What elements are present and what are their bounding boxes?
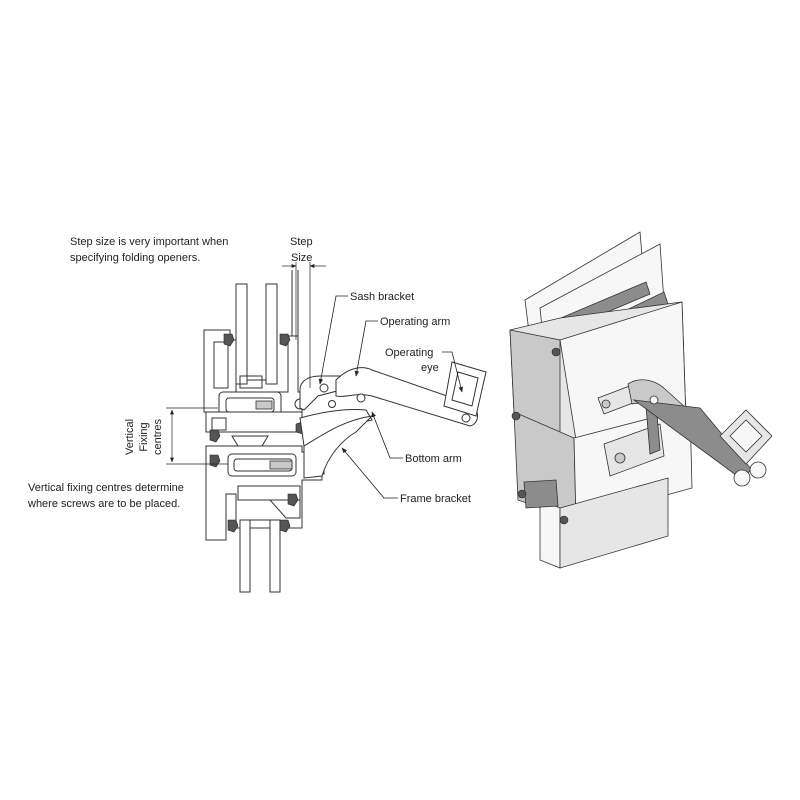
callout-bottom-arm: Bottom arm: [371, 411, 462, 465]
note-step-line1: Step size is very important when: [70, 236, 228, 248]
section-view: Step Size Vertical Fixing centres Step s…: [27, 236, 487, 593]
callout-frame-bracket: Frame bracket: [341, 447, 471, 505]
frame-bracket: [303, 415, 374, 479]
label-operating-arm: Operating arm: [380, 316, 450, 328]
note-fixing-line1: Vertical fixing centres determine: [28, 482, 184, 494]
upper-glazing: [235, 270, 299, 385]
callout-sash-bracket: Sash bracket: [318, 291, 414, 385]
step-size-note: Step size is very important when specify…: [70, 236, 228, 264]
lower-frame-profile: [205, 445, 325, 541]
callout-operating-eye: Operating eye: [385, 347, 463, 393]
pivot-1: [356, 393, 366, 403]
step-size-label-line1: Step: [290, 236, 313, 248]
vertical-fixing-dimension: Vertical Fixing centres: [124, 407, 228, 465]
label-operating-eye-line2: eye: [421, 362, 439, 374]
lower-seal-block: [523, 479, 559, 509]
callout-operating-arm: Operating arm: [354, 316, 450, 377]
lower-glass: [539, 499, 561, 569]
vertical-label-line3: centres: [152, 418, 164, 455]
label-sash-bracket: Sash bracket: [350, 291, 414, 303]
fixing-note: Vertical fixing centres determine where …: [27, 482, 184, 510]
step-size-label-line2: Size: [291, 252, 312, 264]
step-size-dimension: Step Size: [282, 236, 326, 388]
vertical-label-line1: Vertical: [124, 419, 136, 455]
isometric-view: [509, 231, 773, 569]
label-bottom-arm: Bottom arm: [405, 453, 462, 465]
label-frame-bracket: Frame bracket: [400, 493, 471, 505]
note-fixing-line2: where screws are to be placed.: [27, 498, 180, 510]
lower-glazing: [239, 519, 281, 593]
vertical-label-line2: Fixing: [138, 422, 150, 451]
operating-eye: [443, 361, 487, 417]
note-step-line2: specifying folding openers.: [70, 252, 200, 264]
upper-frame-profile: [203, 329, 306, 447]
label-operating-eye-line1: Operating: [385, 347, 433, 359]
pivot-2: [461, 413, 471, 423]
operating-arm: [335, 367, 478, 427]
